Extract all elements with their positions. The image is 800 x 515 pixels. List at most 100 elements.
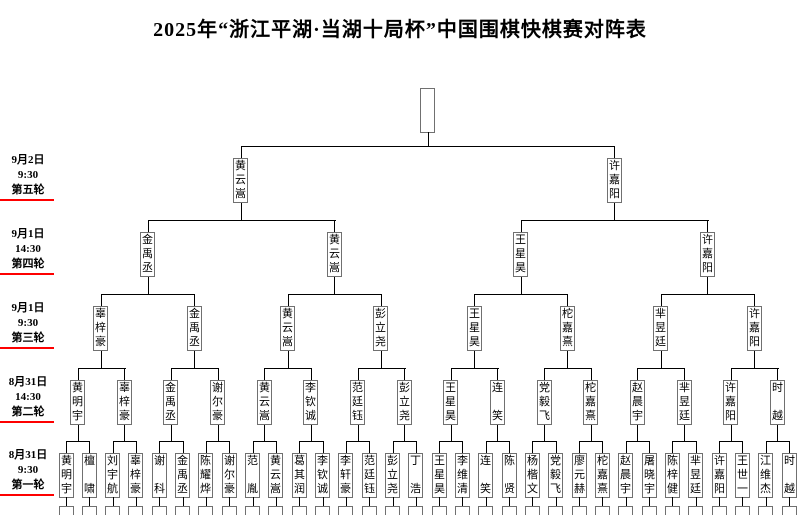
connector-line	[358, 368, 359, 380]
round1-player-4: 辜梓豪	[128, 453, 143, 498]
player-name-char: 王	[737, 455, 748, 467]
round-underline	[0, 347, 54, 349]
cutoff-box-26	[642, 506, 657, 515]
connector-line	[696, 497, 697, 506]
connector-line	[369, 441, 370, 453]
cutoff-box-25	[618, 506, 633, 515]
player-name-char: 嘉	[702, 248, 713, 260]
player-name-char: 嵩	[329, 262, 340, 274]
connector-line	[474, 294, 568, 295]
connector-line	[626, 441, 627, 453]
player-name-char: 贤	[504, 483, 515, 495]
connector-line	[556, 497, 557, 506]
player-name-char: 梓	[667, 469, 678, 481]
connector-line	[439, 441, 440, 453]
player-name-char: 越	[772, 410, 783, 422]
connector-line	[532, 441, 556, 442]
connector-line	[66, 441, 67, 453]
schedule-time: 14:30	[15, 243, 41, 255]
player-name-char: 黄	[61, 455, 72, 467]
connector-line	[78, 368, 79, 380]
cutoff-box-1	[59, 506, 74, 515]
connector-line	[264, 368, 265, 380]
cutoff-box-5	[152, 506, 167, 515]
connector-line	[789, 441, 790, 453]
connector-line	[229, 441, 230, 453]
player-name-char: 阳	[609, 188, 620, 200]
connector-line	[521, 220, 709, 221]
player-name-char: 嵩	[270, 483, 281, 495]
cutoff-box-21	[525, 506, 540, 515]
connector-line	[742, 497, 743, 506]
player-name-char: 钰	[352, 410, 363, 422]
round1-player-21: 杨楷文	[525, 453, 540, 498]
round2-player-5: 黄云嵩	[257, 380, 272, 425]
connector-line	[661, 294, 662, 306]
round1-player-28: 芈昱廷	[688, 453, 703, 498]
cutoff-box-6	[175, 506, 190, 515]
connector-line	[509, 497, 510, 506]
player-name-char: 豪	[224, 483, 235, 495]
cutoff-box-27	[665, 506, 680, 515]
player-name-char: 烨	[200, 483, 211, 495]
connector-line	[696, 441, 697, 453]
connector-line	[602, 497, 603, 506]
cutoff-box-19	[478, 506, 493, 515]
connector-line	[451, 368, 499, 369]
connector-line	[532, 497, 533, 506]
player-name-char: 金	[165, 382, 176, 394]
schedule-time: 14:30	[15, 391, 41, 403]
connector-line	[567, 294, 568, 306]
connector-line	[346, 497, 347, 506]
round1-player-12: 李钦诚	[315, 453, 330, 498]
connector-line	[404, 368, 405, 380]
connector-line	[731, 368, 779, 369]
player-name-char: 彭	[399, 382, 410, 394]
player-name-char: 嘉	[714, 469, 725, 481]
connector-line	[766, 497, 767, 506]
connector-line	[719, 441, 720, 453]
player-name-char: 丞	[165, 410, 176, 422]
connector-line	[159, 497, 160, 506]
player-name-char: 越	[784, 483, 795, 495]
player-name-char: 丞	[177, 483, 188, 495]
player-name-char: 谢	[224, 455, 235, 467]
connector-line	[311, 425, 312, 441]
round1-player-7: 陈耀烨	[198, 453, 213, 498]
player-name-char: 嘉	[597, 469, 608, 481]
player-name-char: 钦	[305, 396, 316, 408]
round-label: 第一轮	[11, 479, 45, 491]
player-name-char: 豪	[119, 410, 130, 422]
connector-line	[171, 368, 172, 380]
player-name-char: 彭	[375, 308, 386, 320]
connector-line	[346, 441, 370, 442]
player-name-char: 世	[737, 469, 748, 481]
round1-player-10: 黄云嵩	[268, 453, 283, 498]
player-name-char: 陈	[200, 455, 211, 467]
connector-line	[171, 368, 219, 369]
connector-line	[381, 294, 382, 306]
player-name-char: 许	[714, 455, 725, 467]
player-name-char: 黄	[270, 455, 281, 467]
page-title: 2025年“浙江平湖·当湖十局杯”中国围棋快棋赛对阵表	[153, 19, 647, 41]
player-name-char: 丁	[410, 455, 421, 467]
connector-line	[124, 368, 125, 380]
round2-player-2: 辜梓豪	[117, 380, 132, 425]
player-name-char: 李	[340, 455, 351, 467]
player-name-char: 轩	[340, 469, 351, 481]
connector-line	[206, 497, 207, 506]
round1-player-15: 彭立尧	[385, 453, 400, 498]
player-name-char: 嘉	[609, 174, 620, 186]
player-name-char: 立	[375, 322, 386, 334]
player-name-char: 熹	[597, 483, 608, 495]
connector-line	[567, 351, 568, 368]
player-name-char: 豪	[340, 483, 351, 495]
player-name-char: 李	[305, 382, 316, 394]
player-name-char: 赵	[632, 382, 643, 394]
player-name-char: 明	[72, 396, 83, 408]
schedule-date: 8月31日	[8, 449, 48, 461]
player-name-char: 云	[329, 248, 340, 260]
connector-line	[672, 441, 673, 453]
connector-line	[497, 368, 498, 380]
cutoff-box-10	[268, 506, 283, 515]
